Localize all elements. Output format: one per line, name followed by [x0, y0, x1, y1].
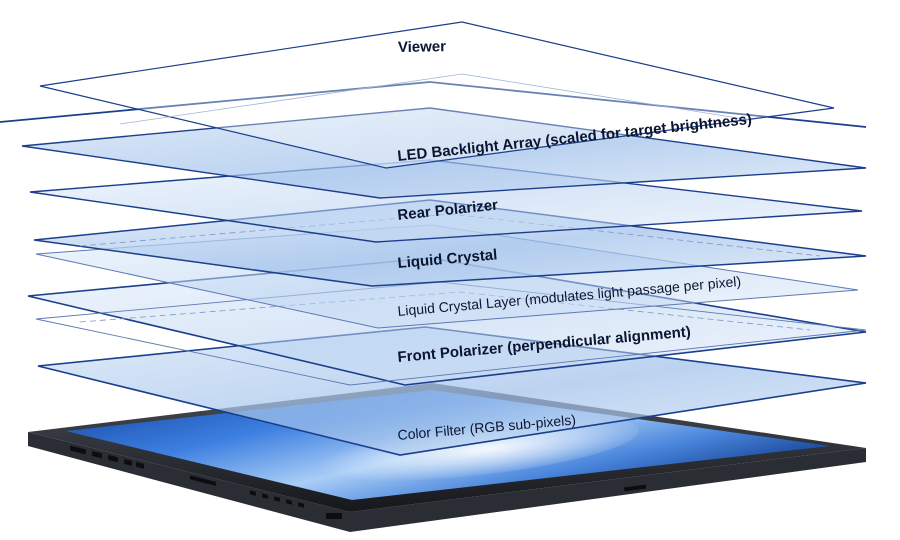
- layer-viewer: [39, 21, 835, 169]
- label-viewer: Viewer: [398, 38, 447, 56]
- layer-led-backlight: [0, 81, 867, 199]
- viewer-inner-line: [119, 73, 751, 125]
- device-edge: [28, 432, 866, 532]
- device-ports: [70, 445, 304, 508]
- led-backlight-top-edge: [0, 81, 867, 128]
- viewer-plane: [39, 21, 835, 169]
- led-backlight-plane: [21, 107, 867, 199]
- device-ports-right: [326, 484, 647, 519]
